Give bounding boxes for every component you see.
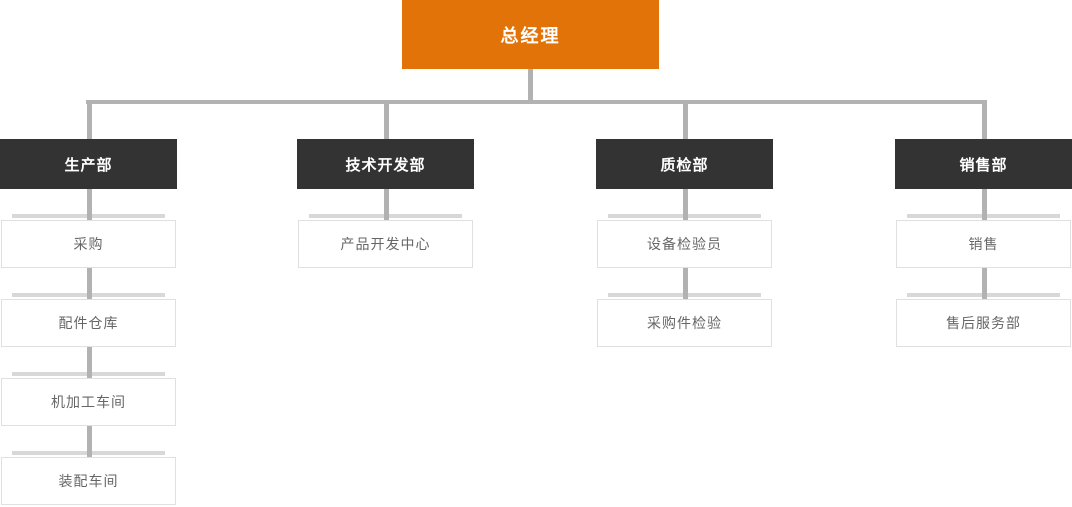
sub-node[interactable]: 设备检验员 (597, 214, 772, 268)
dept-column-4: 销售部销售售后服务部 (895, 100, 1072, 347)
sub-node[interactable]: 售后服务部 (896, 293, 1071, 347)
dept-node-label: 销售部 (959, 156, 1008, 174)
dept-node[interactable]: 生产部 (0, 139, 177, 189)
connector-dept-drop (981, 100, 987, 139)
connector-line (682, 268, 688, 299)
sub-node-wrap: 产品开发中心 (297, 189, 474, 268)
dept-node[interactable]: 技术开发部 (297, 139, 474, 189)
sub-node-wrap: 售后服务部 (895, 268, 1072, 347)
connector-dept-drop (682, 100, 688, 139)
dept-node-label: 生产部 (64, 156, 113, 174)
sub-node-wrap: 装配车间 (0, 426, 177, 505)
connector-root-drop (528, 69, 533, 102)
sub-node-label: 配件仓库 (58, 315, 119, 331)
dept-node[interactable]: 质检部 (596, 139, 773, 189)
sub-node-wrap: 销售 (895, 189, 1072, 268)
connector-line (383, 189, 389, 220)
sub-node[interactable]: 配件仓库 (1, 293, 176, 347)
sub-node[interactable]: 机加工车间 (1, 372, 176, 426)
sub-node-label: 销售 (968, 236, 999, 252)
sub-node[interactable]: 装配车间 (1, 451, 176, 505)
sub-node-label: 售后服务部 (946, 315, 1021, 331)
root-node[interactable]: 总经理 (402, 0, 659, 69)
connector-line (86, 268, 92, 299)
connector-dept-drop (86, 100, 92, 139)
sub-node[interactable]: 销售 (896, 214, 1071, 268)
dept-node-label: 技术开发部 (345, 156, 426, 174)
connector-horizontal (86, 100, 985, 104)
sub-node-label: 装配车间 (58, 473, 119, 489)
sub-node-label: 产品开发中心 (340, 236, 431, 252)
sub-node-label: 采购件检验 (647, 315, 722, 331)
connector-line (86, 347, 92, 378)
connector-line (86, 189, 92, 220)
dept-column-1: 生产部采购配件仓库机加工车间装配车间 (0, 100, 177, 505)
sub-node-wrap: 设备检验员 (596, 189, 773, 268)
dept-node-label: 质检部 (660, 156, 709, 174)
sub-node-label: 机加工车间 (51, 394, 126, 410)
sub-node[interactable]: 产品开发中心 (298, 214, 473, 268)
sub-node-label: 设备检验员 (647, 236, 722, 252)
sub-node[interactable]: 采购 (1, 214, 176, 268)
connector-line (981, 268, 987, 299)
sub-node-wrap: 采购 (0, 189, 177, 268)
sub-node-label: 采购 (73, 236, 104, 252)
dept-column-2: 技术开发部产品开发中心 (297, 100, 474, 268)
connector-dept-drop (383, 100, 389, 139)
sub-node-wrap: 采购件检验 (596, 268, 773, 347)
dept-node[interactable]: 销售部 (895, 139, 1072, 189)
connector-line (981, 189, 987, 220)
connector-line (682, 189, 688, 220)
connector-line (86, 426, 92, 457)
sub-node-wrap: 机加工车间 (0, 347, 177, 426)
sub-node[interactable]: 采购件检验 (597, 293, 772, 347)
dept-column-3: 质检部设备检验员采购件检验 (596, 100, 773, 347)
root-node-label: 总经理 (500, 25, 561, 46)
sub-node-wrap: 配件仓库 (0, 268, 177, 347)
